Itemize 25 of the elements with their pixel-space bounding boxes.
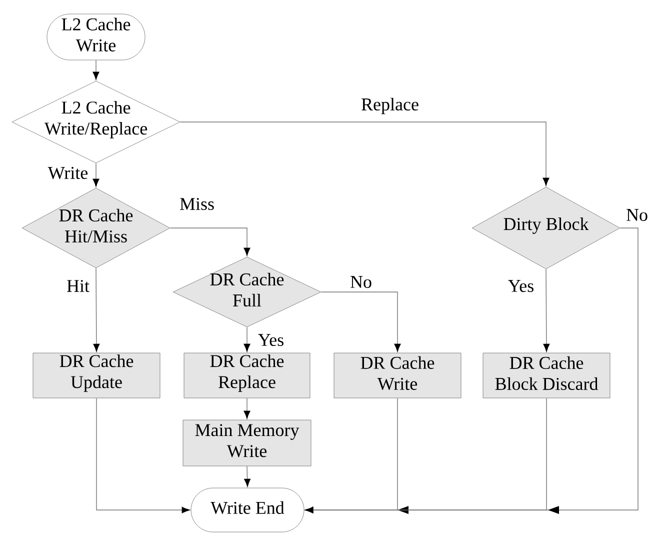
process-box: DR Cache Update	[32, 352, 160, 398]
edge-label: No	[625, 208, 649, 222]
process-box: DR Cache Write	[334, 352, 462, 398]
arrow	[305, 398, 547, 514]
process-box: Main Memory Write	[182, 420, 312, 466]
edge-label: Replace	[360, 96, 420, 116]
arrow	[244, 326, 250, 352]
edge-label: Yes	[256, 333, 286, 347]
edge-label: Write	[46, 166, 90, 180]
arrow	[180, 122, 550, 186]
process-box: DR Cache Replace	[184, 352, 310, 398]
process-box: DR Cache Block Discard	[482, 352, 610, 398]
arrow	[320, 292, 401, 352]
arrow	[92, 60, 100, 80]
arrow	[170, 228, 250, 256]
edge-label: Yes	[506, 279, 536, 293]
arrow	[96, 398, 190, 514]
edge-label: No	[349, 275, 373, 289]
arrow	[244, 398, 250, 419]
arrow	[543, 268, 550, 352]
edge-label: Hit	[66, 278, 90, 294]
arrow	[244, 466, 251, 487]
arrow	[93, 268, 100, 352]
arrow	[92, 162, 100, 187]
edge-label: Miss	[178, 196, 216, 212]
